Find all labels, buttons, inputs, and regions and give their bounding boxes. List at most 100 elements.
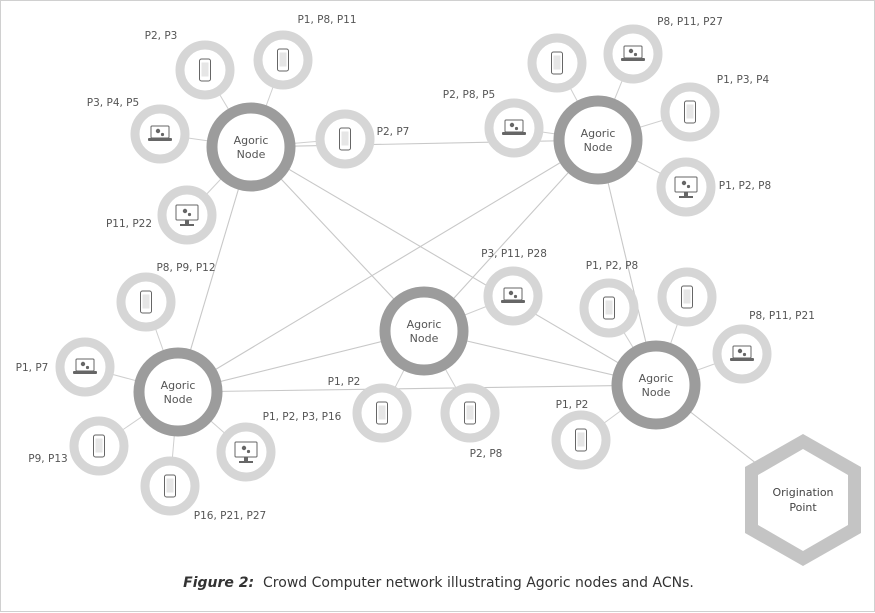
peer-label: P8, P11, P27 bbox=[657, 16, 723, 28]
gear-icon bbox=[742, 352, 747, 357]
phone-icon-screen bbox=[142, 294, 150, 309]
monitor-icon-screen bbox=[674, 176, 698, 193]
phone-icon-screen bbox=[341, 131, 349, 146]
phone-icon-screen bbox=[279, 52, 287, 67]
gear-icon bbox=[508, 290, 514, 296]
monitor-icon-neck bbox=[185, 220, 189, 224]
caption-figure-number: Figure 2: bbox=[183, 575, 255, 591]
peer-node-d2: P1, P2 bbox=[328, 376, 412, 443]
peer-label: P2, P8, P5 bbox=[443, 89, 495, 101]
peer-label: P3, P4, P5 bbox=[87, 97, 139, 109]
gear-icon bbox=[737, 348, 743, 354]
gear-icon bbox=[155, 128, 161, 134]
phone-icon-screen bbox=[605, 300, 613, 315]
agoric-node-ring bbox=[379, 286, 469, 376]
peer-label: P8, P9, P12 bbox=[156, 262, 215, 274]
peer-label: P1, P2 bbox=[556, 399, 589, 411]
monitor-icon-screen bbox=[234, 441, 258, 458]
gear-icon bbox=[80, 361, 86, 367]
agoric-node-ring bbox=[206, 102, 296, 192]
laptop-icon-screen bbox=[75, 358, 95, 372]
origin-label-line-1: Origination bbox=[772, 486, 833, 499]
peer-node-c4: P16, P21, P27 bbox=[140, 456, 266, 522]
peer-node-d1: P3, P11, P28 bbox=[481, 248, 547, 326]
laptop-icon-screen bbox=[732, 345, 752, 359]
link-h2-h3 bbox=[177, 139, 599, 393]
phone-icon-screen bbox=[95, 438, 103, 453]
peer-node-a1: P2, P3 bbox=[145, 30, 235, 100]
agoric-node-label-line-1: Agoric bbox=[234, 134, 269, 147]
peer-label: P3, P11, P28 bbox=[481, 248, 547, 260]
phone-icon-screen bbox=[683, 289, 691, 304]
peer-label: P1, P3, P4 bbox=[717, 74, 770, 86]
peer-label: P1, P7 bbox=[16, 362, 49, 374]
monitor-icon-screen bbox=[175, 204, 199, 221]
link-h1-h5 bbox=[250, 146, 657, 386]
phone-icon-screen bbox=[166, 478, 174, 493]
agoric-node-label-line-1: Agoric bbox=[639, 372, 674, 385]
origin-hexagon-inner bbox=[758, 449, 848, 551]
peer-node-b2: P8, P11, P27 bbox=[603, 16, 723, 84]
laptop-icon-base bbox=[501, 300, 525, 303]
gear-icon bbox=[246, 449, 251, 454]
peer-node-a3: P3, P4, P5 bbox=[87, 97, 190, 164]
agoric-node-ring bbox=[611, 340, 701, 430]
phone-icon-screen bbox=[553, 55, 561, 70]
gear-icon bbox=[160, 132, 165, 137]
gear-icon bbox=[681, 180, 687, 186]
monitor-icon-neck bbox=[244, 457, 248, 461]
gear-icon bbox=[633, 52, 638, 57]
laptop-icon-base bbox=[621, 58, 645, 61]
origin-label-line-2: Point bbox=[789, 501, 817, 514]
peer-node-a5: P11, P22 bbox=[106, 185, 217, 245]
hubs-layer: AgoricNodeAgoricNodeAgoricNodeAgoricNode… bbox=[133, 95, 701, 437]
agoric-node-label-line-1: Agoric bbox=[161, 379, 196, 392]
phone-icon-screen bbox=[201, 62, 209, 77]
laptop-icon-screen bbox=[504, 119, 524, 133]
peer-label: P1, P2, P8 bbox=[586, 260, 638, 272]
peer-node-c2: P1, P7 bbox=[16, 337, 115, 397]
agoric-node-label-line-2: Node bbox=[642, 386, 671, 399]
laptop-icon-base bbox=[730, 358, 754, 361]
peer-label: P9, P13 bbox=[28, 453, 67, 465]
agoric-node-ring bbox=[553, 95, 643, 185]
monitor-icon-stand bbox=[679, 196, 693, 198]
peer-node-a4: P2, P7 bbox=[315, 109, 409, 169]
peer-node-b3: P2, P8, P5 bbox=[443, 89, 544, 158]
link-h3-h5 bbox=[177, 384, 657, 393]
peer-node-b1 bbox=[527, 33, 587, 93]
peer-node-c1: P8, P9, P12 bbox=[116, 262, 216, 332]
peer-node-e3: P8, P11, P21 bbox=[712, 310, 815, 384]
laptop-icon-base bbox=[148, 138, 172, 141]
phone-icon-screen bbox=[466, 405, 474, 420]
gear-icon bbox=[187, 212, 192, 217]
figure-caption: Figure 2: Crowd Computer network illustr… bbox=[1, 575, 875, 591]
agoric-node-ring bbox=[133, 347, 223, 437]
gear-icon bbox=[628, 48, 634, 54]
link-h1-h2 bbox=[250, 139, 599, 148]
phone-icon-screen bbox=[378, 405, 386, 420]
laptop-icon-screen bbox=[623, 45, 643, 59]
peer-label: P1, P2, P3, P16 bbox=[263, 411, 342, 423]
peer-label: P2, P3 bbox=[145, 30, 178, 42]
phone-icon-screen bbox=[577, 432, 585, 447]
peer-node-c5: P1, P2, P3, P16 bbox=[216, 411, 342, 482]
agoric-node-label-line-2: Node bbox=[584, 141, 613, 154]
agoric-node-label-line-2: Node bbox=[237, 148, 266, 161]
phone-icon-screen bbox=[686, 104, 694, 119]
laptop-icon-base bbox=[502, 132, 526, 135]
peer-node-e1: P1, P2, P8 bbox=[579, 260, 639, 338]
gear-icon bbox=[514, 126, 519, 131]
monitor-icon-neck bbox=[684, 192, 688, 196]
laptop-icon-screen bbox=[150, 125, 170, 139]
gear-icon bbox=[182, 208, 188, 214]
gear-icon bbox=[513, 294, 518, 299]
peer-node-e4: P1, P2 bbox=[551, 399, 611, 470]
